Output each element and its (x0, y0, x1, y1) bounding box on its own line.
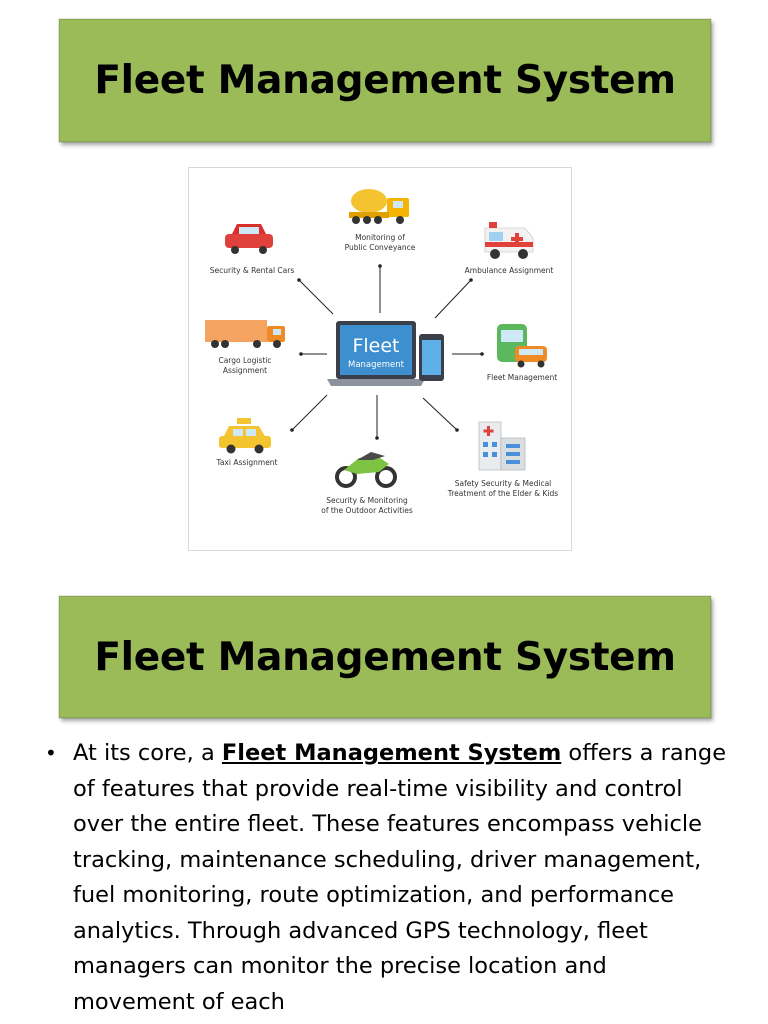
fleet-diagram: Fleet Management Monitoring of Public Co… (188, 167, 572, 551)
hospital-icon (478, 421, 526, 471)
node-label: Cargo Logistic (218, 356, 271, 365)
slide-title: Fleet Management System (94, 634, 676, 680)
phone-icon (419, 334, 444, 381)
node-label: Monitoring of (355, 233, 405, 242)
slide-title-banner-top: Fleet Management System (59, 19, 711, 142)
node-label: Safety Security & Medical (455, 479, 552, 488)
laptop-icon: Fleet Management (327, 321, 425, 386)
node-label: Ambulance Assignment (465, 266, 554, 275)
bullet-icon: • (45, 741, 57, 765)
node-label: Taxi Assignment (216, 458, 278, 467)
center-management-text: Management (348, 360, 405, 370)
node-label: Security & Rental Cars (210, 266, 295, 275)
center-fleet-text: Fleet (352, 335, 399, 357)
bus-and-car-icon (497, 324, 547, 368)
node-label: Treatment of the Elder & Kids (447, 489, 559, 498)
bullet-item: • At its core, a Fleet Management System… (45, 736, 735, 1020)
connector-dots (290, 264, 484, 440)
fleet-diagram-svg: Fleet Management Monitoring of Public Co… (205, 189, 559, 515)
bullet-intro: At its core, a (73, 740, 222, 766)
connector-line (434, 279, 472, 319)
motorcycle-icon (335, 452, 397, 488)
ambulance-icon (484, 222, 534, 259)
concrete-mixer-truck-icon (349, 189, 409, 224)
slide-title: Fleet Management System (94, 58, 676, 103)
bullet-highlight: Fleet Management System (221, 740, 562, 766)
cargo-truck-icon (205, 320, 285, 348)
node-label: Assignment (223, 366, 267, 375)
connector-line (291, 394, 328, 431)
connector-lines (291, 266, 482, 438)
connector-line (422, 397, 458, 431)
node-label: of the Outdoor Activities (321, 506, 413, 515)
bullet-rest: offers a range of features that provide … (73, 740, 727, 1015)
red-car-icon (225, 224, 273, 254)
slide-title-banner-bottom: Fleet Management System (59, 596, 711, 718)
node-label: Public Conveyance (345, 243, 416, 252)
slide-body: • At its core, a Fleet Management System… (45, 736, 735, 1020)
node-label: Fleet Management (487, 373, 557, 382)
bullet-text: At its core, a Fleet Management System o… (73, 736, 735, 1020)
node-label: Security & Monitoring (326, 496, 408, 505)
taxi-icon (219, 418, 271, 454)
connector-line (298, 279, 334, 315)
